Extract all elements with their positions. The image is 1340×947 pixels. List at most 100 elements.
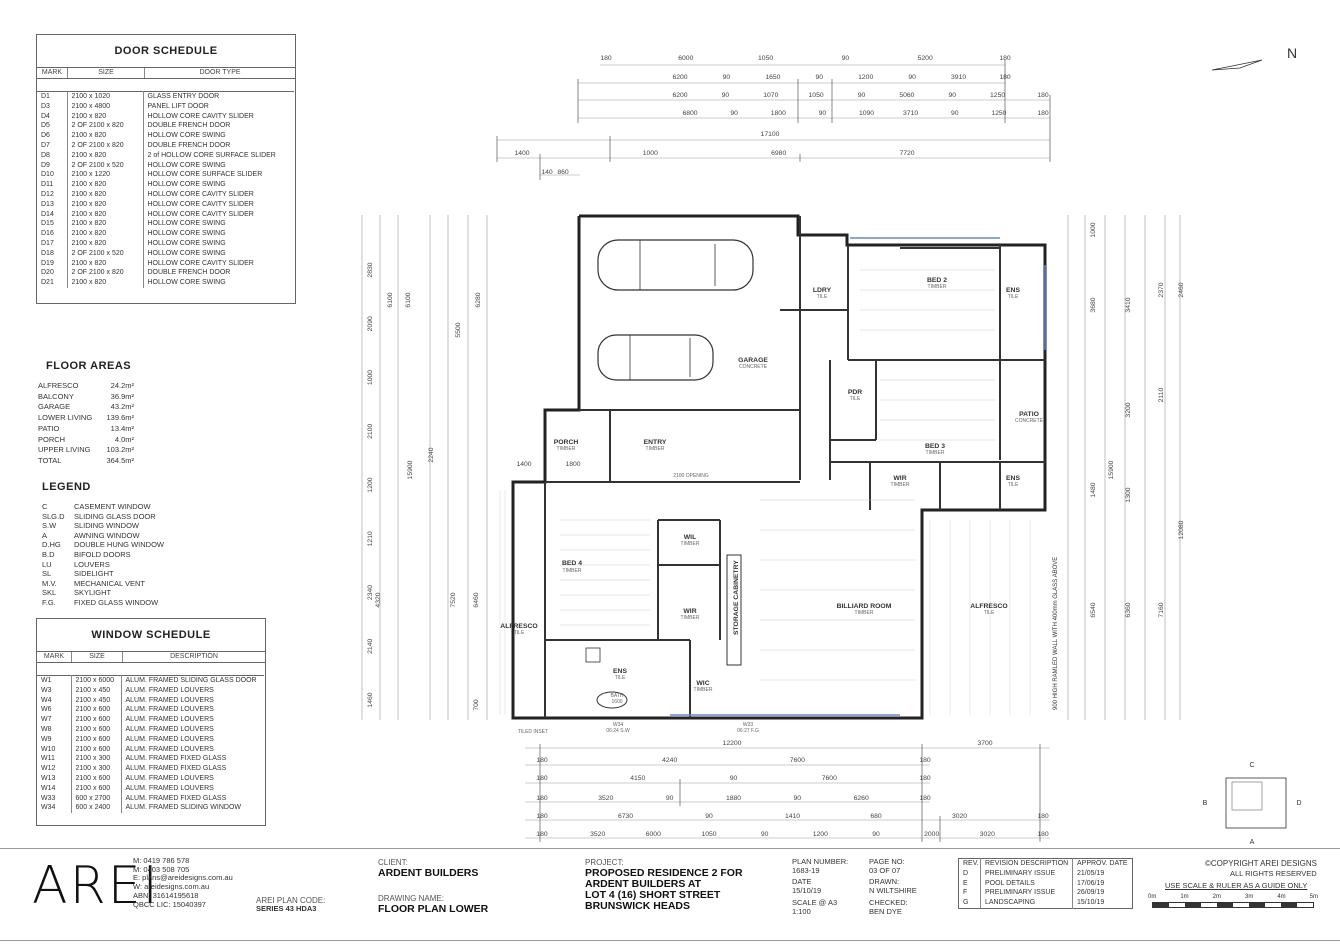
window-size: 2100 x 600 [70, 773, 121, 784]
floor-area-name: GARAGE [38, 402, 71, 412]
scale: 1:100 [792, 906, 811, 916]
dimension-value: 180 [536, 775, 548, 782]
room-ens2: ENS [1006, 475, 1020, 482]
window-mark: W8 [41, 725, 52, 733]
dimension-value: 1090 [859, 110, 874, 117]
door-type: DOUBLE FRENCH DOOR [142, 268, 294, 279]
door-size: 2 OF 2100 x 820 [66, 121, 143, 132]
alfresco-tiles [499, 490, 1031, 715]
door-type: HOLLOW CORE SURFACE SLIDER [142, 170, 294, 181]
rev-date: 26/09/19 [1072, 888, 1133, 899]
floor-area-value: 36.9m² [110, 391, 134, 401]
finish-wir1: TIMBER [891, 482, 910, 488]
dimension-value: 6460 [473, 592, 480, 607]
legend-code: F.G. [42, 597, 56, 607]
window-desc: ALUM. FRAMED SLIDING WINDOW [120, 803, 264, 814]
rev-header-date: APPROV. DATE [1072, 858, 1133, 869]
copyright: ©COPYRIGHT AREI DESIGNS [1205, 859, 1317, 868]
window-mark: W1 [41, 677, 52, 684]
door-header-mark: MARK [41, 69, 63, 76]
dimension-value: 1410 [785, 813, 800, 820]
dimension-value: 1050 [809, 92, 824, 99]
dimension-value: 6000 [678, 55, 693, 62]
mini-plan-a: A [1250, 839, 1255, 846]
floor-area-value: 24.2m² [110, 381, 134, 390]
dimension-lines [361, 64, 1181, 839]
door-mark: D15 [41, 220, 54, 228]
window-size: 2100 x 300 [70, 754, 121, 765]
room-entry: ENTRY [644, 439, 667, 446]
north-arrow: N [1211, 45, 1297, 71]
dimension-value: 1050 [701, 831, 716, 838]
door-size: 2100 x 1020 [66, 91, 143, 102]
finish-wil: TIMBER [681, 541, 700, 547]
dimension-value: 3700 [977, 740, 992, 747]
door-size: 2100 x 4800 [66, 101, 143, 112]
project-line-4: BRUNSWICK HEADS [585, 900, 690, 912]
dimension-value: 1210 [367, 531, 374, 546]
dimension-value: 5200 [918, 55, 933, 62]
storage-cabinetry-icon [726, 554, 742, 666]
dimension-value: 3020 [952, 813, 967, 820]
window-size: 2100 x 450 [70, 685, 121, 696]
dimension-value: 3710 [903, 110, 918, 117]
door-mark: D14 [41, 210, 54, 218]
drawn-label: DRAWN: [869, 877, 900, 887]
dimension-value: 1400 [514, 150, 529, 157]
dimension-value: 1250 [990, 92, 1005, 99]
contact-line: ABN: 31614195618 [133, 890, 199, 900]
bath-label: BATH [611, 693, 624, 699]
rev-code: D [963, 869, 969, 877]
dimension-value: 180 [919, 795, 931, 802]
legend-code: M.V. [42, 578, 57, 588]
dimension-value: 7720 [899, 150, 914, 157]
legend-code: LU [42, 559, 52, 569]
car-icon-lower [597, 334, 714, 381]
window-desc: ALUM. FRAMED FIXED GLASS [120, 764, 264, 774]
window-mark: W33 [41, 794, 56, 802]
window-size: 2100 x 600 [70, 724, 121, 735]
door-type: HOLLOW CORE SWING [142, 219, 294, 230]
dimension-value: 680 [870, 813, 882, 820]
window-mark: W14 [41, 784, 56, 792]
project-block: PROPOSED RESIDENCE 2 FOR ARDENT BUILDERS… [585, 868, 743, 912]
client-label: CLIENT: [378, 858, 408, 867]
dimension-value: 15900 [1108, 460, 1115, 479]
door-mark: D6 [41, 132, 50, 140]
dimension-value: 860 [557, 169, 569, 176]
scale-tick-label: 2m [1212, 894, 1221, 900]
dimension-value: 90 [858, 92, 866, 99]
outer-walls [511, 214, 1047, 720]
door-size: 2100 x 820 [66, 131, 143, 141]
door-size: 2100 x 820 [66, 199, 143, 210]
door-mark: D17 [41, 239, 54, 247]
floor-boards [560, 269, 995, 681]
room-alfresco2: ALFRESCO [500, 623, 537, 630]
dimension-value: 180 [1037, 92, 1049, 99]
dimension-value: 12080 [1178, 520, 1185, 539]
dimension-value: 6730 [618, 813, 633, 820]
door-mark: D4 [41, 112, 50, 120]
dimension-value: 6100 [405, 292, 412, 307]
door-size: 2100 x 820 [66, 238, 143, 249]
dimension-value: 1200 [367, 477, 374, 492]
project-line-1: PROPOSED RESIDENCE 2 FOR [585, 867, 743, 879]
window-desc: ALUM. FRAMED FIXED GLASS [120, 793, 264, 804]
window-desc: ALUM. FRAMED LOUVERS [120, 705, 264, 716]
car-icon-upper [597, 239, 754, 291]
legend-meaning: AWNING WINDOW [74, 530, 140, 540]
window-size: 2100 x 600 [70, 783, 121, 794]
finish-ens2: TILE [1008, 482, 1019, 488]
page-no: 03 OF 07 [869, 865, 901, 875]
dimension-value: 180 [1037, 813, 1049, 820]
